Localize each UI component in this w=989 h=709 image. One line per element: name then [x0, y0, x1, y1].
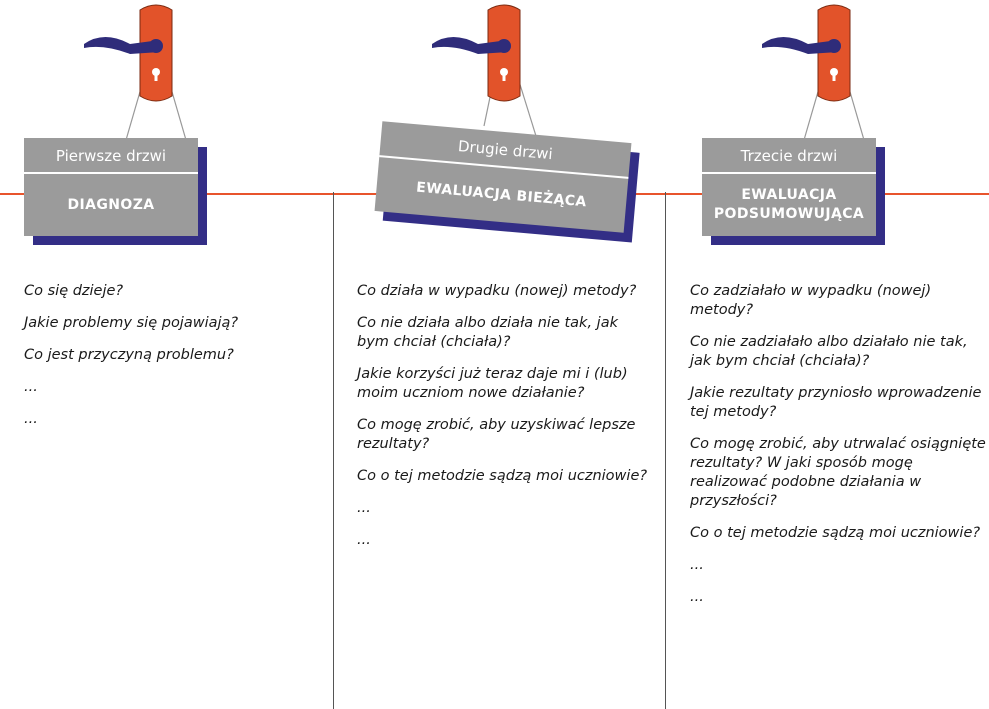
door-plate-1 — [84, 4, 187, 141]
question-item: ... — [690, 589, 704, 605]
keyhole-icon-3 — [830, 68, 838, 76]
question-item: ... — [24, 379, 38, 395]
questions-ewaluacja-podsumowujaca: Co zadziałało w wypadku (nowej) metody? … — [690, 282, 986, 620]
door-stage-label: DIAGNOZA — [67, 196, 155, 213]
question-item: Co nie działa albo działa nie tak, jak b… — [357, 315, 618, 350]
door-2: Drugie drzwi EWALUACJA BIEŻĄCA — [358, 0, 632, 260]
question-item: ... — [690, 557, 704, 573]
door-handle-icon-2 — [432, 37, 508, 54]
question-item: Co o tej metodzie sądzą moi uczniowie? — [690, 525, 981, 541]
keyhole-icon-2 — [500, 68, 508, 76]
column-divider-1 — [333, 192, 334, 709]
door-plate-2 — [432, 4, 537, 137]
door-plate-3 — [762, 4, 865, 141]
door-handle-icon-3 — [762, 37, 838, 54]
question-item: Co jest przyczyną problemu? — [24, 347, 234, 363]
question-item: Co mogę zrobić, aby utrwalać osiągnięte … — [690, 436, 986, 509]
door-sign-1: Pierwsze drzwi DIAGNOZA — [24, 138, 198, 236]
question-item: Co nie zadziałało albo działało nie tak,… — [690, 334, 968, 369]
question-item: Jakie korzyści już teraz daje mi i (lub)… — [357, 366, 628, 401]
question-item: Co się dzieje? — [24, 283, 124, 299]
door-ordinal-label: Trzecie drzwi — [702, 138, 876, 174]
column-divider-2 — [665, 192, 666, 709]
door-handle-icon-1 — [84, 37, 160, 54]
door-sign-3: Trzecie drzwi EWALUACJA PODSUMOWUJĄCA — [702, 138, 876, 236]
questions-diagnoza: Co się dzieje? Jakie problemy się pojawi… — [24, 282, 314, 442]
door-1: Pierwsze drzwi DIAGNOZA — [0, 0, 220, 260]
question-item: Co zadziałało w wypadku (nowej) metody? — [690, 283, 932, 318]
question-item: Jakie problemy się pojawiają? — [24, 315, 239, 331]
question-item: Co mogę zrobić, aby uzyskiwać lepsze rez… — [357, 417, 636, 452]
question-item: ... — [24, 411, 38, 427]
door-stage-label: EWALUACJA PODSUMOWUJĄCA — [713, 187, 865, 222]
door-ordinal-label: Pierwsze drzwi — [24, 138, 198, 174]
question-item: Co o tej metodzie sądzą moi uczniowie? — [357, 468, 648, 484]
questions-ewaluacja-biezaca: Co działa w wypadku (nowej) metody? Co n… — [357, 282, 653, 563]
keyhole-icon-1 — [152, 68, 160, 76]
question-item: Jakie rezultaty przyniosło wprowadzenie … — [690, 385, 982, 420]
door-3: Trzecie drzwi EWALUACJA PODSUMOWUJĄCA — [678, 0, 898, 260]
question-item: Co działa w wypadku (nowej) metody? — [357, 283, 637, 299]
question-item: ... — [357, 500, 371, 516]
question-item: ... — [357, 532, 371, 548]
